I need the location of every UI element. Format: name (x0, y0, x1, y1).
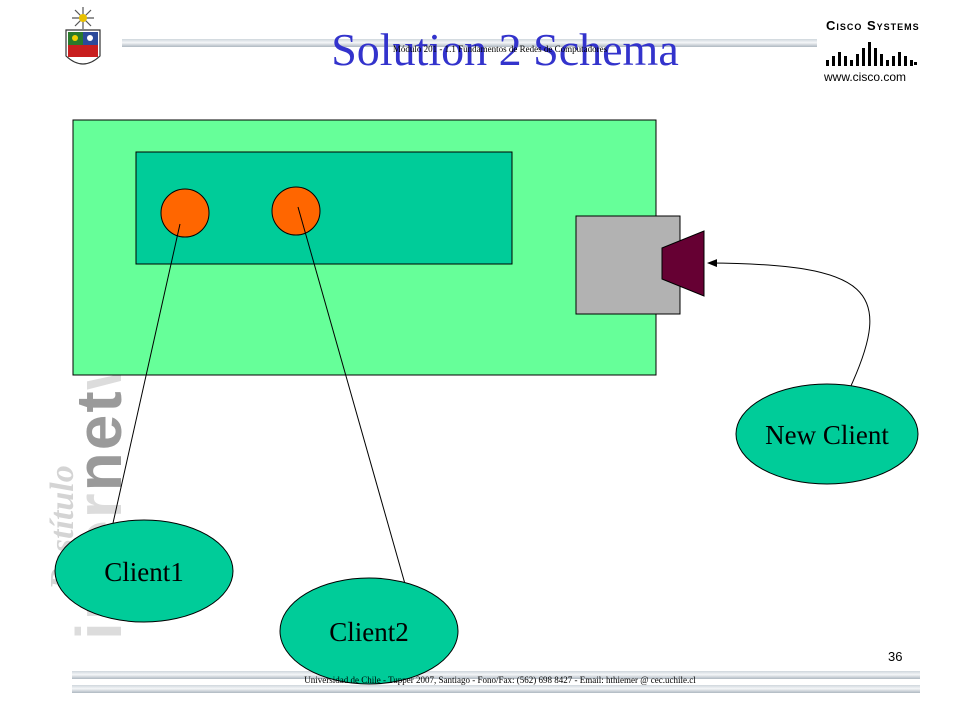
process-circle-1 (160, 188, 210, 238)
client1-label: Client1 (104, 557, 184, 587)
header-rule (122, 39, 817, 47)
page-number: 36 (888, 649, 903, 664)
socket-port (661, 230, 705, 297)
slide-title: Solution 2 Schema (331, 24, 679, 75)
connection-arrow-client1 (107, 223, 181, 542)
footer-text: Universidad de Chile - Tupper 2007, Sant… (304, 675, 696, 685)
client1-ellipse (54, 519, 234, 623)
client2-label: Client2 (329, 617, 409, 647)
connection-arrow-client2 (297, 206, 411, 599)
footer-rule-bottom (72, 685, 920, 693)
university-crest-logo (65, 7, 101, 65)
cisco-url: www.cisco.com (824, 70, 907, 84)
footer-rule-top (72, 671, 920, 679)
cisco-wordmark: Cisco Systems (826, 18, 920, 33)
client2-ellipse (279, 577, 459, 685)
process-circle-2 (271, 186, 321, 236)
connection-arrow-new-client (707, 259, 871, 389)
new-client-label: New Client (765, 420, 889, 450)
cisco-bridge-logo (826, 42, 917, 66)
new-client-ellipse (735, 383, 919, 485)
slide-subtitle: Módulo 201 - 1.1 Fundamentos de Redes de… (392, 44, 608, 54)
